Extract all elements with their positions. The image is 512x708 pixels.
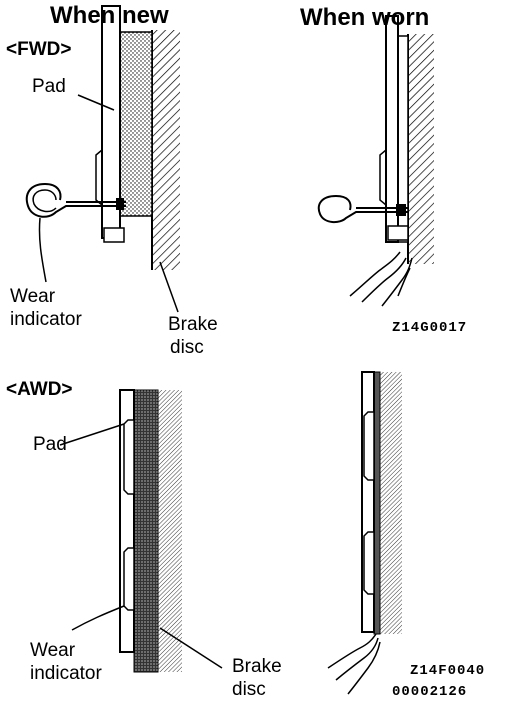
fwd-worn-brake-disc — [408, 34, 434, 264]
awd-disc-label-line1: Brake — [232, 656, 282, 677]
fwd-new-assembly — [25, 5, 180, 313]
fwd-figure-code: Z14G0017 — [392, 320, 468, 336]
fwd-worn-backing-plate — [385, 15, 399, 243]
fwd-worn-assembly — [317, 15, 434, 307]
awd-worn-assembly — [327, 371, 402, 695]
awd-disc-label-line2: disc — [232, 679, 266, 700]
awd-wear-label-line1: Wear — [30, 640, 76, 661]
awd-wear-label-line2: indicator — [30, 663, 102, 684]
awd-squeal-lines — [327, 633, 381, 695]
awd-figure-code: Z14F0040 — [410, 663, 486, 679]
fwd-section-label: <FWD> — [6, 39, 72, 60]
fwd-new-pad-lining — [119, 31, 153, 217]
fwd-disc-label-line1: Brake — [168, 314, 218, 335]
fwd-worn-wear-indicator — [317, 194, 408, 224]
fwd-wear-label-line2: indicator — [10, 309, 82, 330]
awd-pad-leader — [59, 423, 125, 446]
awd-new-brake-disc — [158, 390, 182, 672]
awd-disc-leader — [159, 627, 223, 669]
awd-pad-label: Pad — [33, 434, 67, 455]
awd-new-assembly — [59, 389, 223, 673]
awd-worn-brake-disc — [380, 372, 402, 634]
awd-wear-leader — [71, 605, 125, 631]
fwd-pad-label: Pad — [32, 76, 66, 97]
fwd-squeal-lines — [349, 251, 413, 307]
fwd-disc-leader — [159, 261, 179, 313]
fwd-wear-leader — [38, 217, 47, 283]
doc-code: 00002126 — [392, 684, 468, 700]
header-when-new: When new — [50, 2, 169, 29]
fwd-new-wear-indicator — [25, 182, 126, 218]
fwd-disc-label-line2: disc — [170, 337, 204, 358]
awd-section-label: <AWD> — [6, 379, 73, 400]
awd-new-pad-lining — [133, 389, 159, 673]
fwd-wear-label-line1: Wear — [10, 286, 56, 307]
header-when-worn: When worn — [300, 4, 430, 31]
fwd-new-brake-disc — [152, 30, 180, 270]
fwd-pad-leader — [77, 94, 115, 111]
